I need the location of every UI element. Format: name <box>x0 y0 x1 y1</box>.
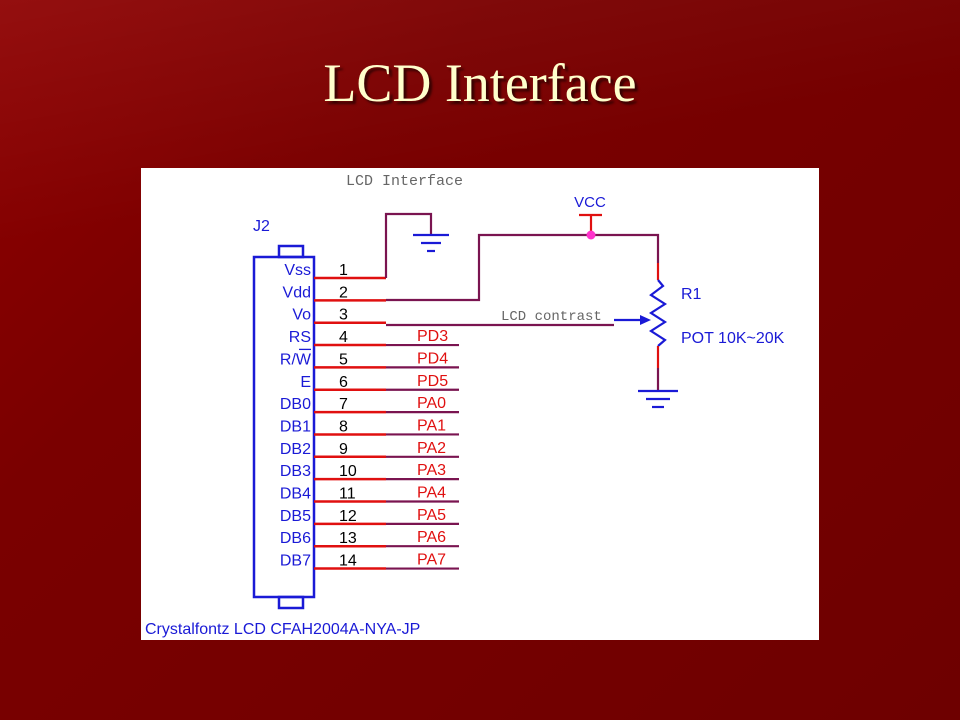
net-label: PA5 <box>417 507 446 524</box>
pin-name: DB7 <box>280 553 311 570</box>
pin-name: DB0 <box>280 396 311 413</box>
pin-number: 6 <box>339 374 348 391</box>
ground-symbol-vss <box>384 212 449 278</box>
pin-number: 14 <box>339 553 357 570</box>
connector-reference: J2 <box>253 218 270 235</box>
pin-name: DB1 <box>280 418 311 435</box>
pin-number: 5 <box>339 351 348 368</box>
schematic-caption: LCD Interface <box>346 173 463 190</box>
potentiometer-r1 <box>614 263 678 409</box>
net-label: PA2 <box>417 440 446 457</box>
pin-number: 3 <box>339 307 348 324</box>
net-label: PA1 <box>417 417 446 434</box>
vcc-power-symbol: VCC <box>574 194 606 235</box>
pin-number: 11 <box>339 486 356 503</box>
connector-bottom-tab <box>277 595 305 610</box>
pin-name: DB5 <box>280 508 311 525</box>
vdd-power-wire <box>386 233 660 302</box>
pin-name: DB2 <box>280 441 311 458</box>
pin-number: 7 <box>339 396 348 413</box>
pin-name: RS <box>289 329 311 346</box>
pin-number: 2 <box>339 284 348 301</box>
net-label: PA7 <box>417 552 446 569</box>
vcc-junction <box>586 230 596 240</box>
pin-number: 1 <box>339 262 348 279</box>
contrast-net-label: LCD contrast <box>501 309 602 325</box>
vcc-label: VCC <box>574 194 606 211</box>
pin-number: 10 <box>339 463 357 480</box>
pin-name: Vss <box>284 262 311 279</box>
pin-name: DB3 <box>280 463 311 480</box>
resistor-value: POT 10K~20K <box>681 330 785 347</box>
net-label: PA4 <box>417 485 446 502</box>
net-label: PD4 <box>417 350 448 367</box>
pin-number: 13 <box>339 530 357 547</box>
net-label: PA3 <box>417 462 446 479</box>
net-label: PD3 <box>417 328 448 345</box>
connector-part-number: Crystalfontz LCD CFAH2004A-NYA-JP <box>145 621 420 638</box>
connector-top-tab <box>277 244 305 259</box>
pin-number: 12 <box>339 508 357 525</box>
pin-number: 4 <box>339 329 348 346</box>
pin-name: R/W <box>280 351 312 368</box>
pin-name: Vo <box>292 307 311 324</box>
net-label: PA6 <box>417 529 446 546</box>
net-label: PD5 <box>417 373 448 390</box>
pin-number: 9 <box>339 441 348 458</box>
slide-title: LCD Interface <box>323 53 637 113</box>
pin-name: DB4 <box>280 486 311 503</box>
pin-number: 8 <box>339 418 348 435</box>
pin-name: DB6 <box>280 530 311 547</box>
pin-name: E <box>300 374 311 391</box>
pin-name: Vdd <box>283 284 311 301</box>
resistor-reference: R1 <box>681 286 702 303</box>
net-label: PA0 <box>417 395 446 412</box>
